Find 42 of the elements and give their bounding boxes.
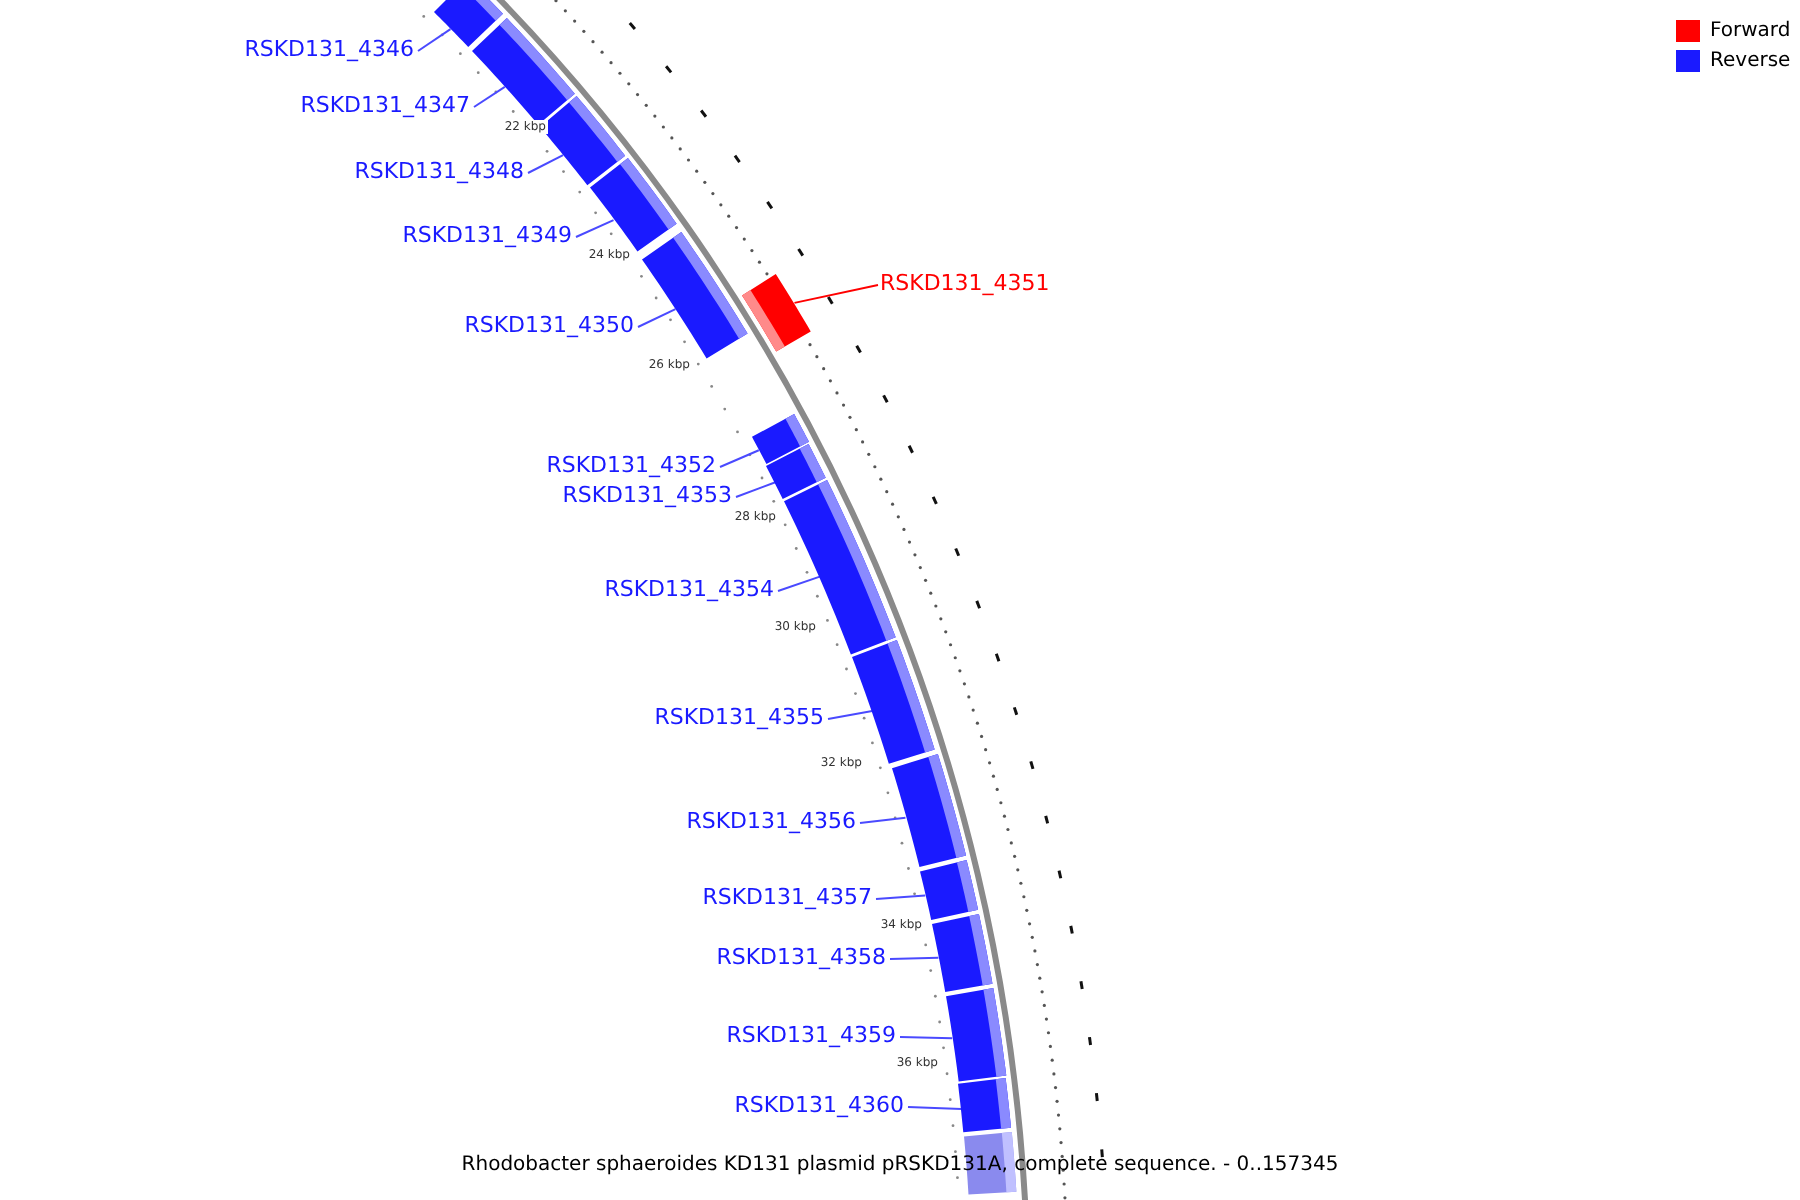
gene-label: RSKD131_4346	[244, 36, 414, 62]
gene-label: RSKD131_4354	[604, 576, 774, 602]
gene-label: RSKD131_4359	[726, 1022, 896, 1048]
leader-line	[827, 709, 874, 720]
leader-line	[875, 894, 927, 900]
gene-block	[931, 913, 992, 992]
gene-label: RSKD131_4358	[716, 944, 886, 970]
leader-line	[793, 284, 879, 304]
leader-line	[777, 575, 821, 592]
gene-block	[742, 274, 812, 352]
leader-line	[527, 154, 565, 174]
leader-line	[719, 449, 760, 468]
gene-block	[958, 1078, 1012, 1134]
gene-label: RSKD131_4357	[702, 884, 872, 910]
leader-line	[735, 481, 777, 498]
gene-block	[919, 859, 978, 920]
leader-line	[899, 1036, 954, 1040]
leader-line	[637, 308, 677, 328]
gene-label: RSKD131_4348	[354, 158, 524, 184]
gene-label: RSKD131_4355	[654, 704, 824, 730]
gene-block	[589, 158, 677, 253]
gene-block	[642, 232, 748, 360]
leader-line	[907, 1106, 963, 1111]
leader-line	[859, 816, 907, 824]
gene-label: RSKD131_4360	[734, 1092, 904, 1118]
gene-label: RSKD131_4351	[880, 270, 1050, 296]
legend-label: Reverse	[1710, 48, 1791, 74]
leader-line	[889, 956, 940, 960]
gene-label: RSKD131_4350	[464, 312, 634, 338]
legend-label: Forward	[1710, 18, 1791, 44]
gene-label: RSKD131_4353	[562, 482, 732, 508]
leader-line	[575, 219, 615, 238]
leader-line	[473, 85, 506, 108]
gene-label: RSKD131_4349	[402, 222, 572, 248]
caption: Rhodobacter sphaeroides KD131 plasmid pRSKD131A, complete sequence. - 0..157345	[461, 1154, 1339, 1176]
gene-label: RSKD131_4352	[546, 452, 716, 478]
leader-line	[417, 28, 452, 52]
gene-block	[945, 987, 1006, 1081]
gene-block	[891, 754, 966, 868]
gene-label: RSKD131_4356	[686, 808, 856, 834]
gene-block	[471, 17, 574, 125]
gene-label: RSKD131_4347	[300, 92, 470, 118]
